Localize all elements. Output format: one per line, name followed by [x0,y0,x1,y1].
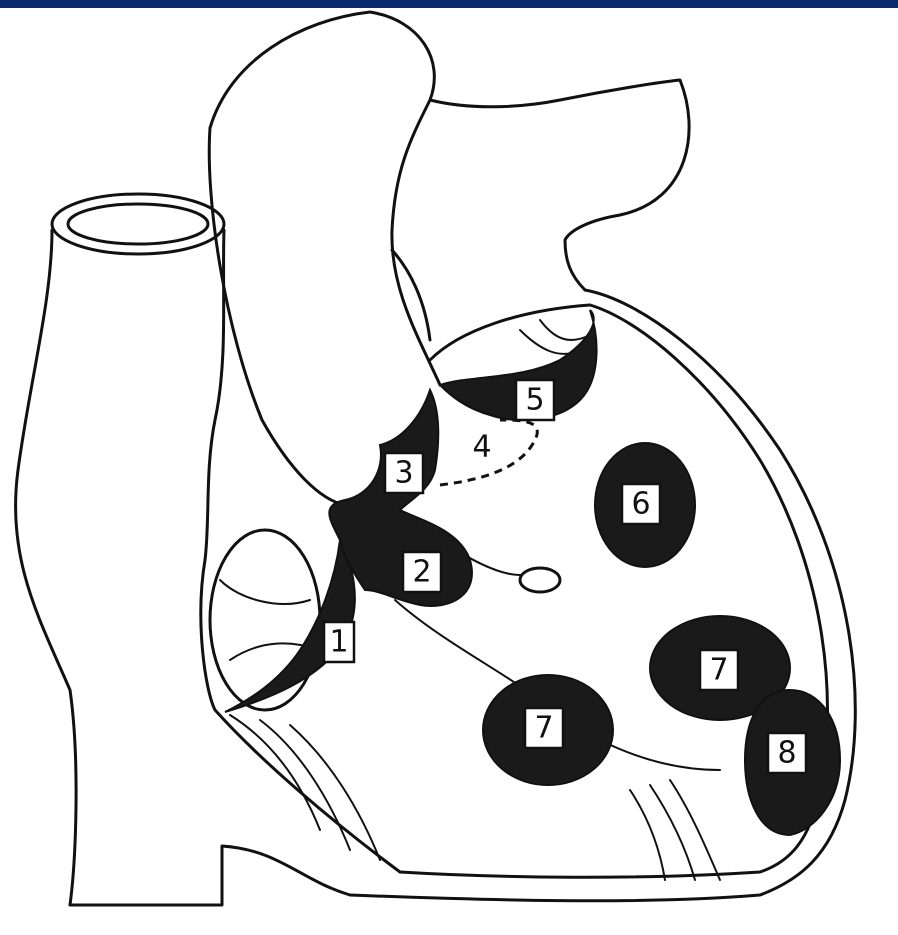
label-7-right: 7 [700,650,738,690]
label-5: 5 [516,380,554,420]
label-6: 6 [622,484,660,524]
aorta [209,12,689,505]
label-3: 3 [385,453,423,493]
label-8: 8 [768,733,806,773]
label-1: 1 [324,622,354,662]
svg-text:2: 2 [412,555,431,590]
svg-text:7: 7 [709,653,728,688]
svg-text:5: 5 [525,383,544,418]
svg-text:7: 7 [534,711,553,746]
svg-text:8: 8 [777,736,796,771]
label-4: 4 [472,430,491,465]
label-7-center: 7 [525,708,563,748]
svg-text:1: 1 [329,625,348,660]
svg-text:4: 4 [472,430,491,465]
svg-text:3: 3 [394,456,413,491]
label-2: 2 [403,552,441,592]
svg-text:6: 6 [631,487,650,522]
